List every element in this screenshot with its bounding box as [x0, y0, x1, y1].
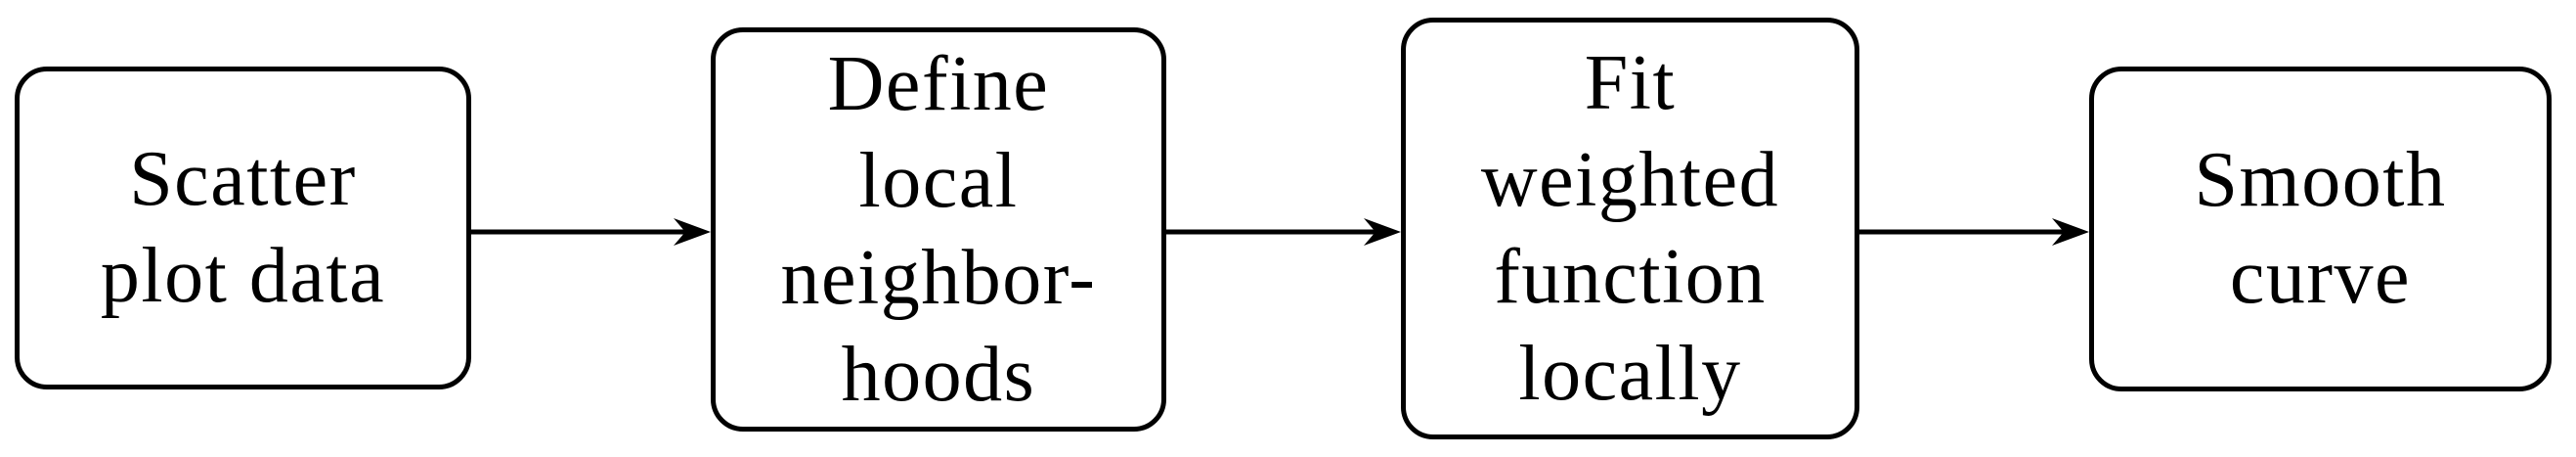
node-label-line: weighted [1480, 136, 1780, 223]
node-label-line: plot data [100, 233, 386, 319]
flow-arrow-icon [1166, 218, 1401, 246]
flow-arrow-icon [471, 218, 711, 246]
node-label-line: Define [827, 40, 1050, 127]
node-label-line: Fit [1584, 39, 1677, 126]
node-label-line: curve [2229, 234, 2412, 320]
node-label-line: function [1494, 233, 1767, 320]
flow-arrow-icon [1859, 218, 2089, 246]
node-label-line: Smooth [2194, 137, 2447, 223]
node-define-local-neighborhoods: Define local neighbor- hoods [711, 27, 1166, 432]
node-label: Smooth curve [2195, 132, 2447, 326]
node-scatter-plot-data: Scatter plot data [15, 67, 471, 389]
node-label-line: hoods [841, 331, 1036, 418]
node-label-line: Scatter [129, 136, 357, 222]
node-label: Define local neighbor- hoods [781, 36, 1097, 424]
node-label: Fit weighted function locally [1481, 35, 1779, 423]
node-label: Scatter plot data [101, 131, 385, 325]
node-smooth-curve: Smooth curve [2089, 67, 2552, 391]
node-label-line: locally [1518, 330, 1742, 417]
node-label-line: local [858, 137, 1019, 224]
node-label-line: neighbor- [780, 234, 1097, 321]
node-fit-weighted-function-locally: Fit weighted function locally [1401, 18, 1859, 439]
